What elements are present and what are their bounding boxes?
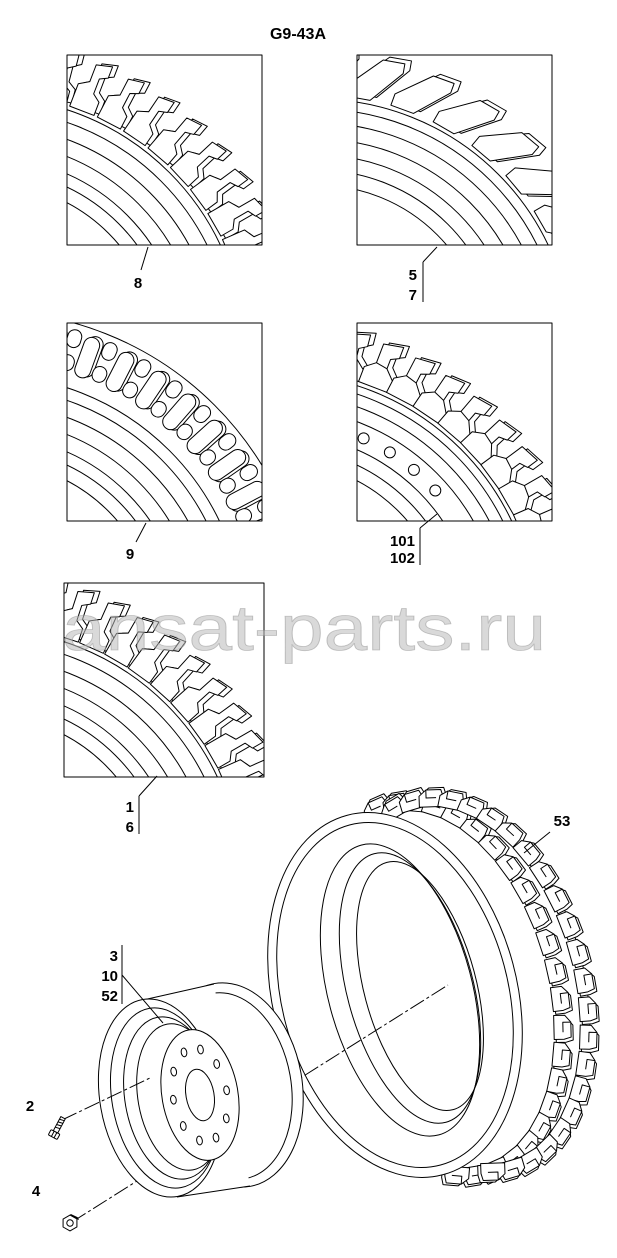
rim-bolt-hole bbox=[222, 1113, 230, 1124]
rim-bolt-hole bbox=[212, 1132, 220, 1143]
wheel-axis-centerline bbox=[71, 984, 449, 1223]
callout-number: 101 bbox=[390, 533, 415, 550]
callout-number: 10 bbox=[101, 968, 118, 985]
wheel-bolt: 2 bbox=[26, 1077, 151, 1140]
rim-bolt-hole bbox=[223, 1085, 230, 1096]
wheel-rim: 3 10 52 bbox=[97, 945, 304, 1198]
rim-barrel-edges bbox=[142, 983, 251, 1198]
tire-ring-line bbox=[357, 101, 549, 245]
tread-lug bbox=[357, 55, 360, 96]
rim-bolt-hole bbox=[170, 1066, 178, 1077]
callout-number: 4 bbox=[32, 1183, 41, 1200]
tire-bore bbox=[319, 843, 481, 1137]
tread-lug bbox=[12, 39, 50, 98]
tread-detail-4-art bbox=[300, 319, 585, 578]
detail-frame bbox=[63, 582, 265, 778]
tire-ring-line bbox=[357, 125, 522, 245]
tire: 53 bbox=[267, 786, 600, 1189]
callout-number: 102 bbox=[390, 550, 415, 567]
callout-leader bbox=[121, 945, 164, 1024]
tread-lug bbox=[238, 809, 298, 851]
tread-detail-1: 8 bbox=[12, 39, 302, 326]
tread-lug bbox=[0, 570, 36, 628]
tire-ring-line bbox=[357, 173, 467, 245]
callout-number: 52 bbox=[101, 988, 118, 1005]
tread-lug bbox=[249, 549, 296, 578]
detail-frame bbox=[356, 322, 553, 522]
tire-ring-line bbox=[357, 158, 485, 245]
tread-detail-3: 9 bbox=[7, 318, 299, 590]
diagram-title: G9-43A bbox=[270, 26, 326, 43]
tread-lug bbox=[67, 323, 70, 371]
rim-bolt-hole bbox=[357, 432, 370, 445]
tread-lug bbox=[234, 251, 296, 297]
rim-bolt-hole bbox=[196, 1135, 203, 1146]
tire-ring-line bbox=[357, 111, 538, 245]
callout-number: 1 bbox=[126, 799, 134, 816]
tread-slot bbox=[25, 320, 46, 364]
tire-bead-inner bbox=[356, 861, 484, 1111]
rim-center-bore bbox=[184, 1068, 216, 1122]
callout-leader bbox=[140, 246, 149, 271]
rim-bolt-holes bbox=[170, 1044, 230, 1146]
callout-number: 8 bbox=[134, 275, 142, 292]
nut-icon bbox=[62, 1214, 79, 1232]
callout-leader bbox=[138, 775, 158, 834]
callout-leader bbox=[523, 831, 551, 854]
tread-detail-2: 5 7 bbox=[356, 54, 617, 305]
rim-bolt-hole bbox=[213, 1059, 221, 1069]
rim-bolt-hole bbox=[197, 1044, 204, 1055]
tread-detail-1-art bbox=[12, 39, 302, 326]
bolt-centerline bbox=[61, 1077, 151, 1121]
rim-bolt-hole bbox=[179, 1121, 187, 1131]
tire-tread-lug bbox=[573, 966, 598, 998]
tread-lug bbox=[556, 235, 617, 305]
tire-ring-line bbox=[357, 142, 504, 245]
callout-leader bbox=[135, 522, 147, 543]
callout-number: 2 bbox=[26, 1098, 34, 1115]
rim-bolt-hole bbox=[180, 1047, 188, 1058]
callout-number: 7 bbox=[409, 287, 417, 304]
callout-number: 5 bbox=[409, 267, 417, 284]
callout-leader bbox=[422, 246, 438, 302]
callout-number: 6 bbox=[126, 819, 134, 836]
bolt-icon bbox=[48, 1116, 66, 1140]
tread-lug bbox=[7, 318, 30, 364]
tread-slot bbox=[246, 531, 290, 557]
rim-bolt-hole bbox=[407, 463, 420, 476]
tread-detail-4: 101 102 bbox=[300, 319, 585, 578]
wheel-nut: 4 bbox=[32, 1183, 79, 1232]
tread-lug bbox=[300, 319, 344, 375]
rim-bolt-hole bbox=[383, 446, 396, 459]
callout-leader bbox=[419, 513, 438, 565]
tire-ring-line bbox=[67, 156, 172, 245]
rim-bolt-hole bbox=[429, 484, 442, 497]
tread-lug bbox=[229, 778, 291, 824]
tire-tread-lug bbox=[577, 995, 600, 1026]
tire-bead-seat bbox=[338, 852, 482, 1124]
tire-ring-line bbox=[357, 189, 448, 245]
detail-frame bbox=[356, 54, 553, 246]
tread-lug bbox=[525, 528, 585, 578]
rim-bolt-hole bbox=[170, 1094, 177, 1105]
callout-number: 9 bbox=[126, 546, 134, 563]
watermark: ansat-parts.ru bbox=[62, 592, 546, 664]
tire-sidewall-line bbox=[276, 821, 514, 1169]
tread-slot bbox=[255, 569, 299, 590]
tread-lug bbox=[533, 187, 552, 245]
tread-lug bbox=[242, 285, 302, 326]
tire-tread-lug bbox=[578, 1024, 600, 1054]
tread-detail-5: 1 6 bbox=[0, 570, 298, 851]
callout-number: 3 bbox=[110, 948, 118, 965]
callout-number: 53 bbox=[554, 813, 571, 830]
detail-frame bbox=[66, 322, 263, 522]
detail-frame bbox=[66, 54, 263, 246]
